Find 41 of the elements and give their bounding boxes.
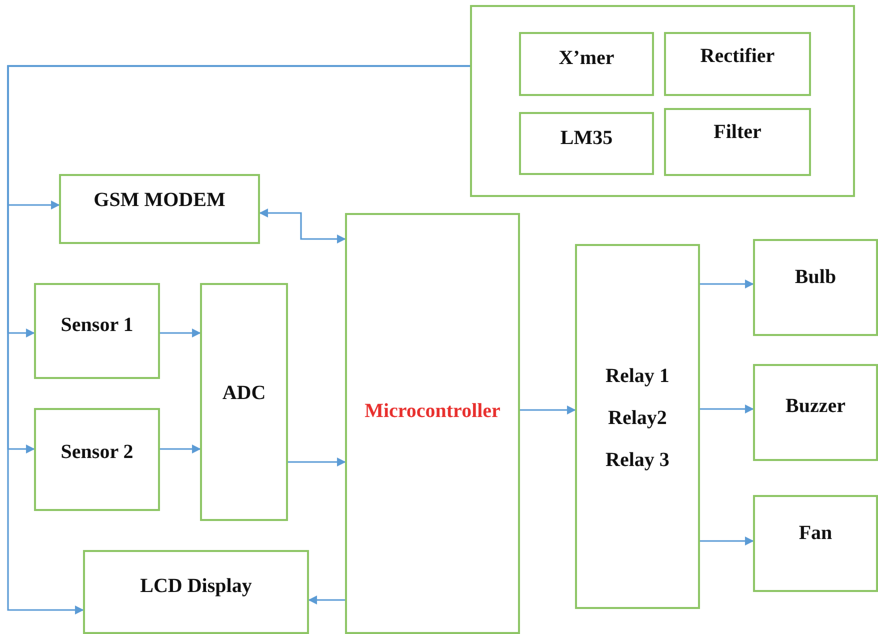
block-box bbox=[519, 32, 654, 96]
block-box bbox=[753, 495, 878, 592]
block-label: Fan bbox=[798, 521, 832, 545]
arrow bbox=[7, 65, 470, 614]
block-label: ADC bbox=[222, 381, 266, 405]
block-box bbox=[34, 408, 160, 511]
block-label: GSM MODEM bbox=[94, 188, 226, 212]
arrow bbox=[700, 536, 754, 546]
arrow bbox=[259, 208, 346, 244]
block-box bbox=[34, 283, 160, 379]
block-label: LM35 bbox=[560, 126, 613, 150]
block-box bbox=[753, 239, 878, 336]
block-label: Buzzer bbox=[786, 394, 846, 418]
arrow bbox=[160, 328, 201, 338]
arrow bbox=[288, 458, 346, 466]
block-label: Relay 3 bbox=[606, 448, 670, 472]
block-label: Rectifier bbox=[700, 44, 775, 68]
block-label: X’mer bbox=[558, 46, 614, 70]
block-box bbox=[753, 364, 878, 461]
block-label: Relay2 bbox=[608, 406, 667, 430]
block-label: Sensor 2 bbox=[60, 440, 134, 464]
block-box bbox=[664, 32, 811, 96]
block-box bbox=[575, 244, 700, 609]
arrow bbox=[520, 406, 576, 414]
block-label: Filter bbox=[714, 120, 762, 144]
block-label: Relay 1 bbox=[606, 364, 670, 388]
block-box bbox=[519, 112, 654, 175]
arrow bbox=[308, 596, 345, 604]
group-frame bbox=[470, 5, 855, 197]
block-label: LCD Display bbox=[140, 574, 252, 598]
block-label: Sensor 1 bbox=[60, 313, 134, 337]
block-label: Microcontroller bbox=[364, 399, 500, 423]
block-box bbox=[345, 213, 520, 634]
arrow bbox=[160, 444, 201, 454]
block-box bbox=[200, 283, 288, 521]
arrow bbox=[700, 280, 754, 288]
block-label: Bulb bbox=[794, 265, 836, 289]
block-box bbox=[59, 174, 260, 244]
block-box bbox=[83, 550, 309, 634]
block-box bbox=[664, 108, 811, 176]
arrow bbox=[700, 404, 754, 414]
